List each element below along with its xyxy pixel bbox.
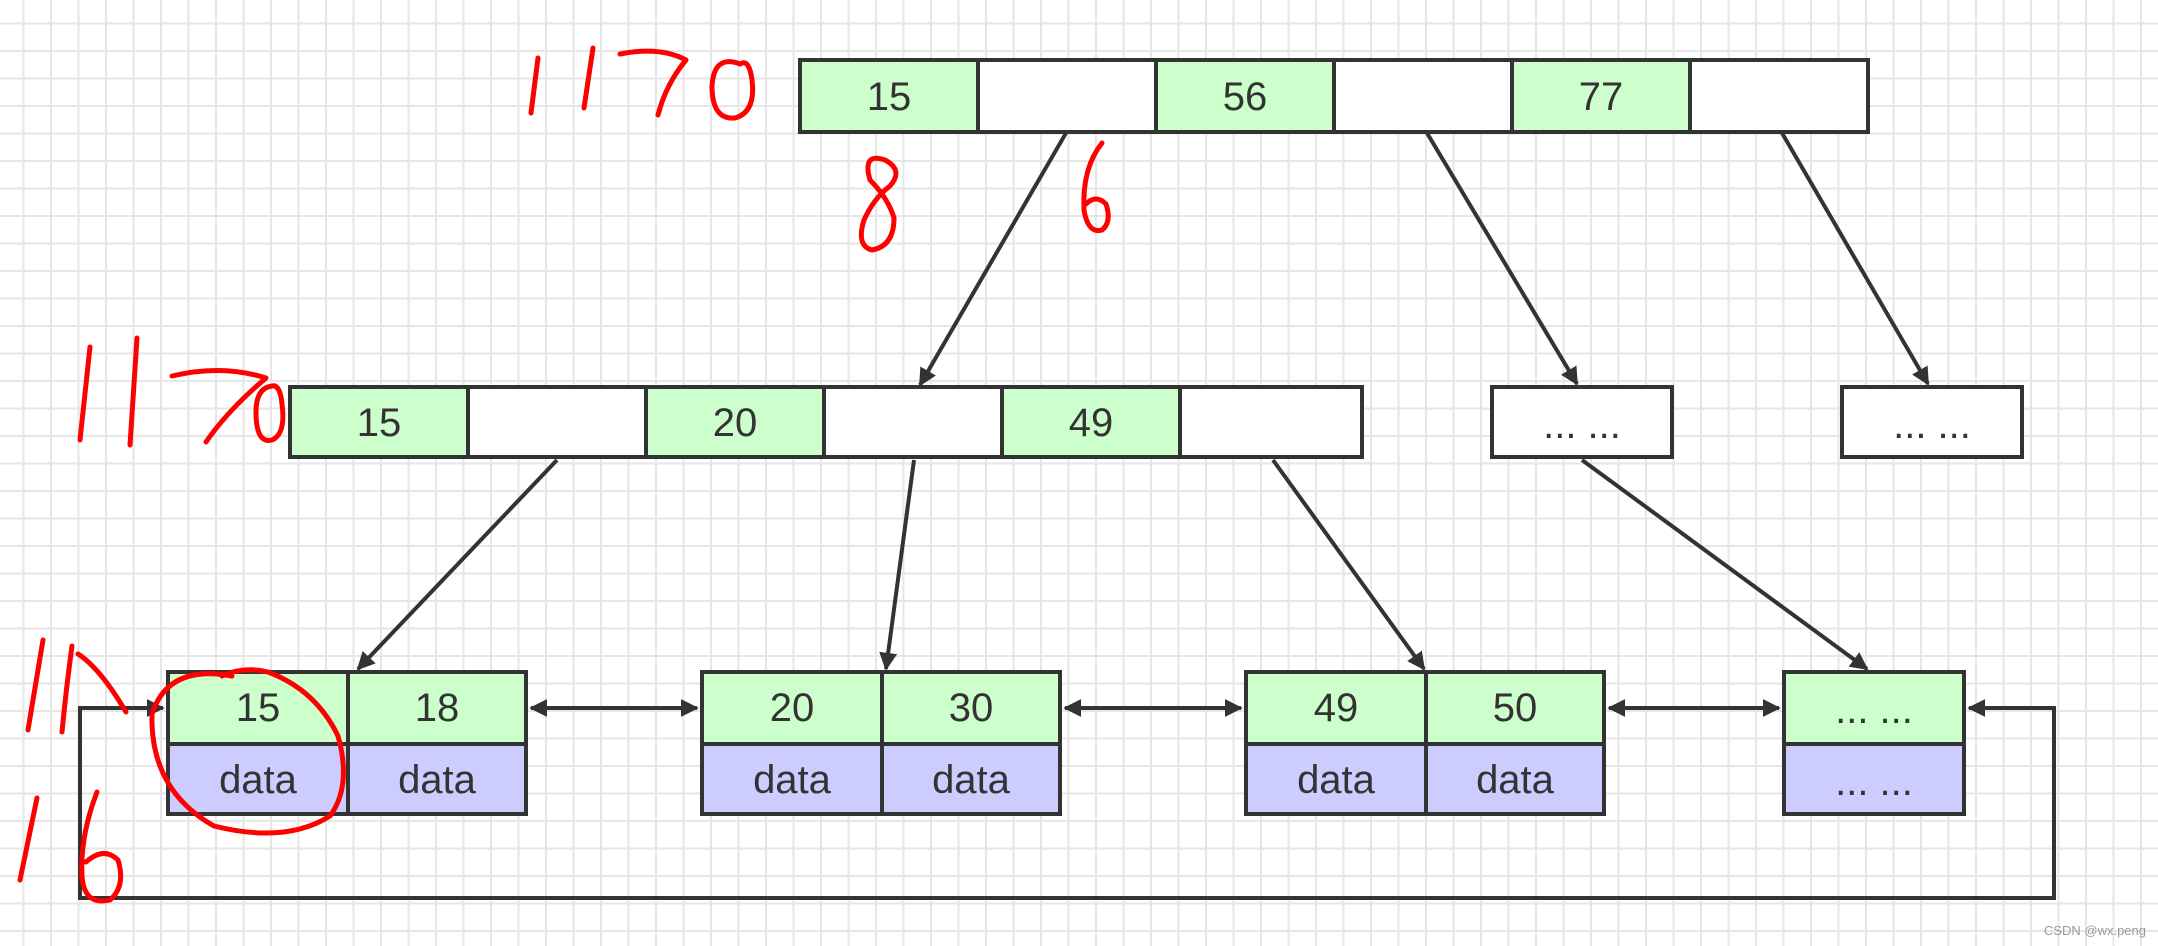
placeholder-label: ... ...	[1893, 403, 1971, 447]
root-key: 56	[1223, 75, 1268, 119]
internal-key-cell	[644, 385, 826, 459]
leaf-key: 18	[415, 686, 460, 730]
internal-node: 15 20 49	[288, 385, 1364, 459]
pointer-arrow	[1580, 458, 1869, 671]
leaf-links	[78, 699, 2056, 900]
leaf-node: 15 18 data data	[166, 670, 528, 816]
leaf-key: 15	[236, 686, 281, 730]
watermark: CSDN @wx.peng	[2043, 923, 2146, 938]
internal-pointer-cell	[1178, 385, 1364, 459]
root-key-cell	[798, 58, 980, 134]
root-key-cell	[1154, 58, 1336, 134]
leaf-key: 30	[949, 686, 994, 730]
leaf-data: data	[753, 758, 832, 802]
placeholder-label: ... ...	[1543, 403, 1621, 447]
root-node: 15 56 77	[798, 58, 1870, 134]
root-pointer-cell	[1332, 58, 1514, 134]
root-key: 77	[1579, 75, 1624, 119]
root-pointer-cell	[1688, 58, 1870, 134]
leaf-key: ... ...	[1835, 688, 1913, 732]
leaf-key: 20	[770, 686, 815, 730]
internal-key: 49	[1069, 401, 1114, 445]
pointer-arrow	[356, 458, 559, 671]
pointer-arrow	[1425, 131, 1579, 386]
wraparound-link-arrow	[78, 699, 2056, 900]
leaf-node: 49 50 data data	[1244, 670, 1606, 816]
internal-key-cell	[1000, 385, 1182, 459]
internal-key: 20	[713, 401, 758, 445]
pointer-arrow	[879, 459, 916, 671]
handwritten-16-lower	[17, 789, 124, 904]
handwritten-annotations	[17, 45, 1111, 904]
leaf-key: 49	[1314, 686, 1359, 730]
placeholder-node: ... ...	[1490, 385, 1674, 459]
leaf-data: data	[219, 758, 298, 802]
leaf-data: data	[1476, 758, 1555, 802]
root-pointer-cell	[976, 58, 1158, 134]
leaf-data: data	[1297, 758, 1376, 802]
handwritten-1170-root	[528, 45, 756, 121]
handwritten-1170-internal	[77, 335, 286, 448]
handwritten-16-upper	[25, 637, 129, 735]
pointer-arrow	[1780, 131, 1930, 386]
handwritten-6	[1081, 140, 1111, 234]
internal-pointer-cell	[822, 385, 1004, 459]
root-key: 15	[867, 75, 912, 119]
leaf-node: ... ... ... ...	[1782, 670, 1966, 816]
root-key-cell	[1510, 58, 1692, 134]
tree-arrows	[356, 131, 1930, 671]
pointer-arrow	[1271, 458, 1426, 671]
handwritten-8	[858, 155, 899, 253]
leaf-data: data	[932, 758, 1011, 802]
leaf-key: 50	[1493, 686, 1538, 730]
handwritten-circle	[149, 667, 346, 836]
internal-key: 15	[357, 401, 402, 445]
placeholder-node: ... ...	[1840, 385, 2024, 459]
internal-pointer-cell	[466, 385, 648, 459]
leaf-data: ... ...	[1835, 760, 1913, 804]
leaf-node: 20 30 data data	[700, 670, 1062, 816]
leaf-data: data	[398, 758, 477, 802]
pointer-arrow	[918, 131, 1068, 387]
